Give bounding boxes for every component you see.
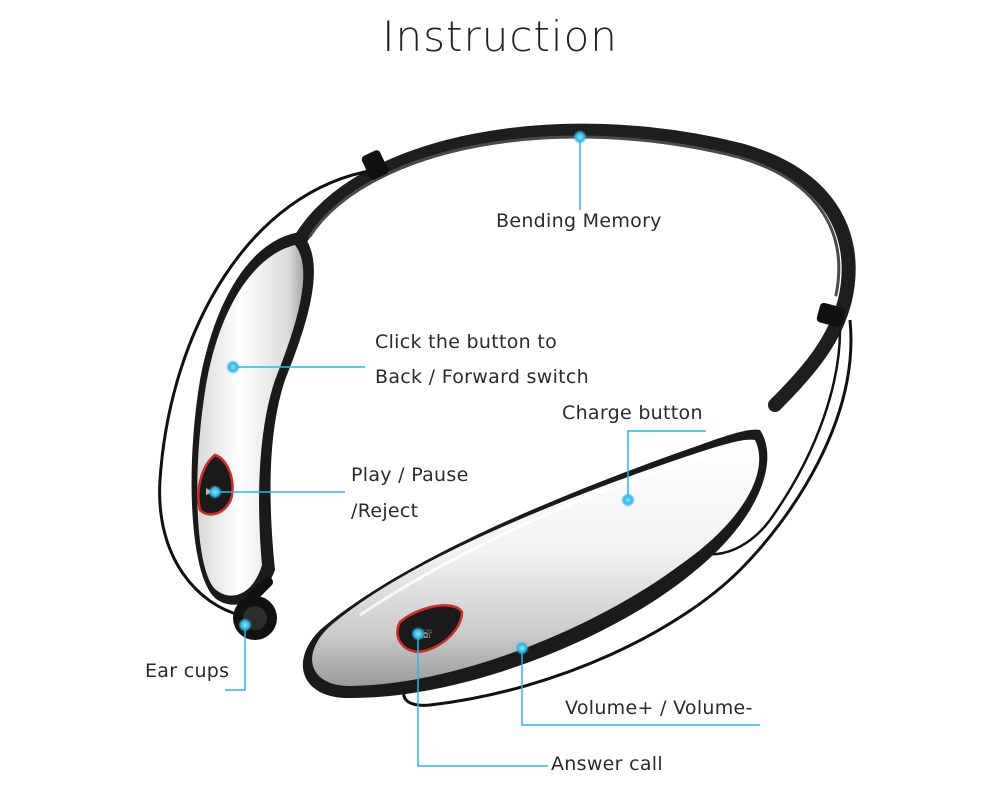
blue-dot-marker — [238, 618, 252, 632]
right-module-ridge — [359, 446, 741, 617]
label-ear-cups: Ear cups — [145, 660, 230, 682]
label-back-forward-line1: Click the button to — [375, 331, 558, 353]
ear-cup-stem — [247, 577, 273, 603]
blue-dot-marker — [515, 641, 529, 655]
cable-right — [402, 319, 853, 707]
leader-charge — [627, 430, 706, 500]
label-play-pause-line1: Play / Pause — [351, 464, 469, 486]
neckband — [293, 123, 856, 412]
leader-answer — [417, 634, 548, 767]
leader-volume — [521, 648, 760, 726]
page-title: Instruction — [382, 12, 618, 61]
left-control-pad — [197, 453, 234, 516]
right-control-pad — [396, 604, 464, 654]
label-back-forward-line2: Back / Forward switch — [375, 366, 590, 388]
blue-dot-marker — [411, 627, 425, 641]
label-bending-memory: Bending Memory — [496, 210, 662, 232]
band-clip-right — [816, 302, 846, 328]
label-answer-call: Answer call — [551, 753, 663, 775]
blue-dot-marker — [573, 130, 587, 144]
neckband-highlight — [308, 135, 841, 297]
cable-left — [158, 168, 376, 617]
leader-ear-cups — [225, 625, 246, 691]
label-volume: Volume+ / Volume- — [565, 697, 753, 719]
blue-dot-marker — [208, 485, 222, 499]
blue-dot-marker — [621, 493, 635, 507]
label-charge-button: Charge button — [562, 402, 703, 424]
blue-dot-marker — [226, 360, 240, 374]
label-play-pause-line2: /Reject — [351, 500, 419, 522]
